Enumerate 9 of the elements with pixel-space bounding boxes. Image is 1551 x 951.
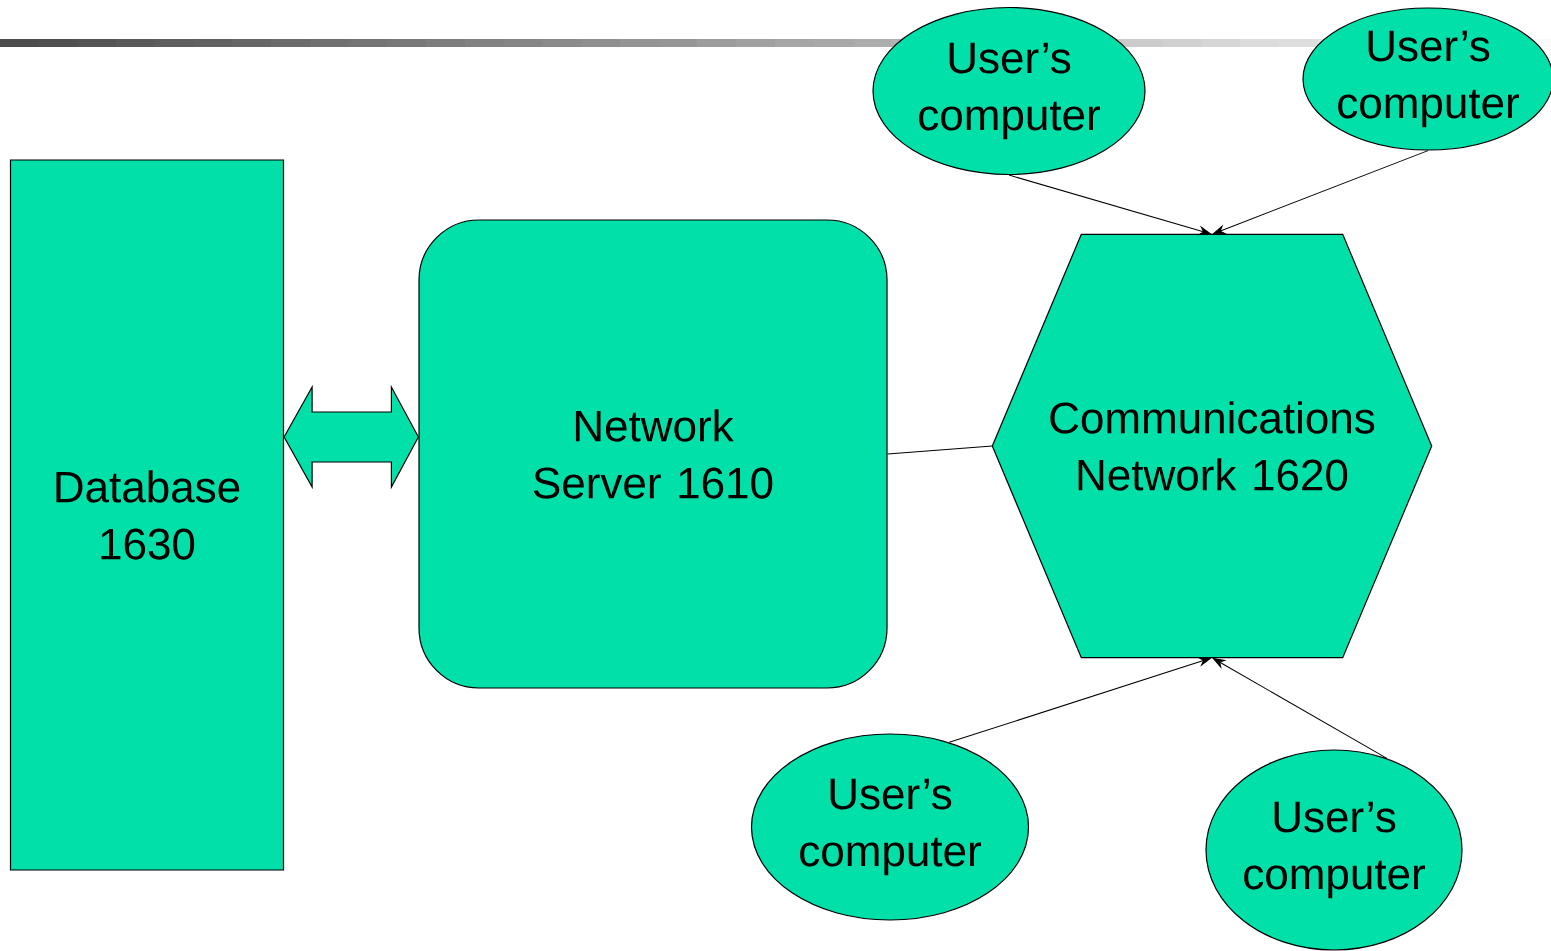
- arrow: [1212, 150, 1429, 235]
- arrow: [1008, 174, 1212, 236]
- server-box: Network Server 1610: [418, 219, 888, 689]
- network-hexagon: Communications Network 1620: [991, 233, 1433, 659]
- arrow: [948, 657, 1212, 743]
- double-block-arrow: [283, 384, 420, 490]
- database-box: Database 1630: [9, 159, 285, 871]
- arrow: [1212, 657, 1388, 759]
- connector-line: [887, 445, 993, 455]
